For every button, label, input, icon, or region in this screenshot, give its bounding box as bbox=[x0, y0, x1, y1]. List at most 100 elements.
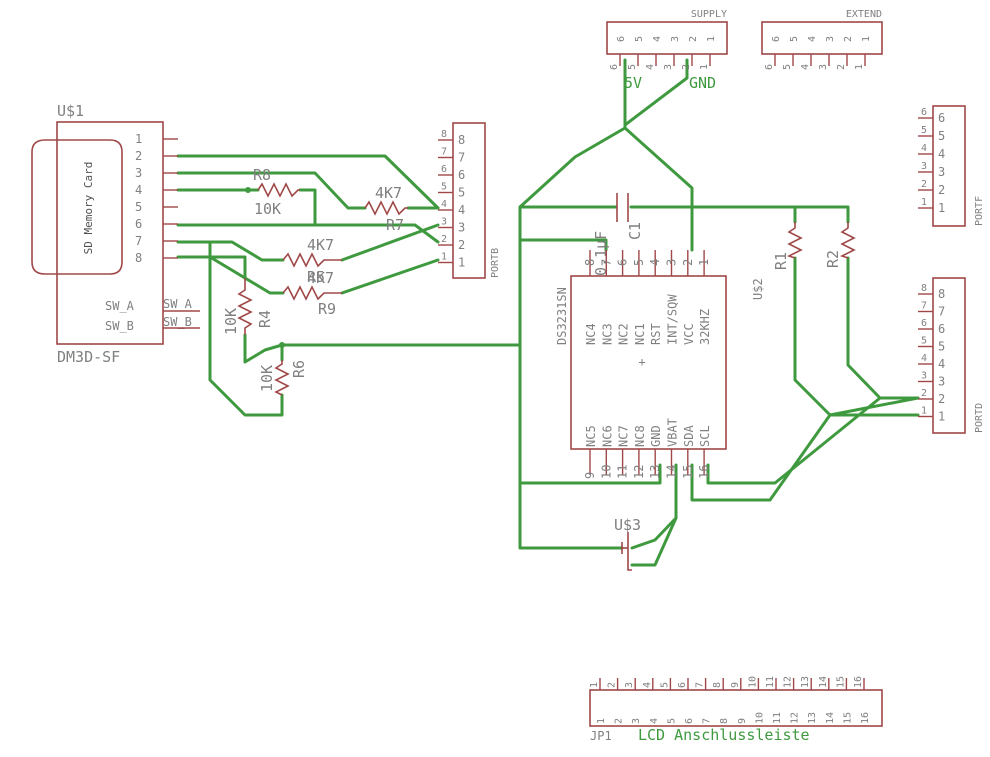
jp1-pin-outer-number: 1 bbox=[589, 682, 600, 688]
portd-pin-outer-number: 8 bbox=[921, 283, 927, 294]
r1-ref: R1 bbox=[772, 252, 790, 270]
rtc-bottom-pin-name: NC7 bbox=[617, 425, 631, 447]
wire-5v-supply bbox=[623, 58, 694, 252]
r5-value: 4K7 bbox=[307, 236, 334, 254]
wire-sd-6 bbox=[176, 223, 440, 244]
wire-gnd-to-rtc bbox=[518, 238, 608, 252]
portf-pin-outer-number: 4 bbox=[921, 143, 927, 154]
jp1-pin-number: 7 bbox=[702, 718, 713, 724]
portd-pin-outer-number: 2 bbox=[921, 388, 927, 399]
portf-pin-number: 1 bbox=[938, 201, 945, 215]
supply-pin-number: 3 bbox=[670, 36, 681, 42]
portf-pin-outer-number: 1 bbox=[921, 197, 927, 208]
jp1-pin-number: 11 bbox=[772, 712, 783, 724]
jp1-pin-outer-number: 13 bbox=[800, 676, 811, 688]
c1-value: 0.1µF bbox=[592, 231, 610, 276]
rtc-bottom-pin-number: 9 bbox=[583, 472, 597, 479]
rtc-top-pin-number: 5 bbox=[632, 259, 646, 266]
portd-pin-outer-number: 5 bbox=[921, 336, 927, 347]
portd-pin-number: 7 bbox=[938, 305, 945, 319]
jp1-pin-outer-number: 14 bbox=[818, 676, 829, 688]
wire-scl bbox=[706, 396, 920, 485]
rtc-top-pin-number: 6 bbox=[616, 259, 630, 266]
portd-pin-outer-number: 4 bbox=[921, 353, 927, 364]
rtc-top-pin-number: 8 bbox=[583, 259, 597, 266]
jp1-label: JP1 bbox=[590, 729, 612, 743]
rtc-bottom-pin-name: VBAT bbox=[666, 418, 680, 447]
portf-pin-number: 4 bbox=[938, 147, 945, 161]
net-label-5v: 5V bbox=[624, 74, 642, 92]
extend-pin-outer-number: 6 bbox=[764, 64, 775, 70]
jp1-pin-outer-number: 3 bbox=[624, 682, 635, 688]
supply-pin-outer-number: 5 bbox=[627, 64, 638, 70]
r5-body bbox=[282, 252, 342, 268]
wire-sd-8 bbox=[176, 255, 247, 280]
resistors: R8 10K 4K7 R7 4K7 R5 4K7 R9 10K R4 10K R… bbox=[222, 166, 856, 396]
extend-body bbox=[761, 21, 883, 55]
rtc-top-pin-number: 3 bbox=[665, 259, 679, 266]
battery-plate-long bbox=[627, 532, 632, 571]
r2-ref: R2 bbox=[824, 250, 842, 268]
rtc-bottom-pin-name: GND bbox=[649, 425, 663, 447]
wire-r6-loop bbox=[208, 255, 284, 417]
portb-pin-outer-number: 5 bbox=[441, 182, 447, 193]
rtc-bottom-pin-number: 11 bbox=[616, 465, 630, 479]
wire-sd-3 bbox=[176, 171, 367, 210]
sd-pin-number: 8 bbox=[135, 251, 142, 265]
battery-ref: U$3 bbox=[614, 516, 641, 534]
portf-label: PORTF bbox=[974, 196, 985, 226]
jp1-pin-number: 12 bbox=[790, 712, 801, 724]
portf-pin-outer-number: 6 bbox=[921, 107, 927, 118]
rtc-bottom-pin-number: 12 bbox=[632, 465, 646, 479]
r1-body bbox=[786, 222, 803, 259]
portb-pin-number: 5 bbox=[458, 186, 465, 200]
supply-pin-number: 2 bbox=[688, 36, 699, 42]
portb-body bbox=[452, 122, 486, 279]
portb-pin-outer-number: 2 bbox=[441, 234, 447, 245]
sd-pin-number: 6 bbox=[135, 217, 142, 231]
jp1-pin-outer-number: 9 bbox=[730, 682, 741, 688]
sd-pin-number: 5 bbox=[135, 200, 142, 214]
supply-pin-number: 1 bbox=[706, 36, 717, 42]
portb-pin-number: 3 bbox=[458, 221, 465, 235]
rtc-bottom-pin-name: NC6 bbox=[600, 425, 614, 447]
sd-sw-b-pin: SW_B bbox=[163, 315, 192, 329]
jp1-pin-number: 8 bbox=[719, 718, 730, 724]
r7-body bbox=[364, 200, 408, 216]
wire-vbat bbox=[630, 463, 678, 567]
c1-ref: C1 bbox=[626, 222, 644, 240]
extend-pin-number: 5 bbox=[789, 36, 800, 42]
wire-vbat-gnd bbox=[630, 516, 678, 550]
extend-pin-number: 3 bbox=[825, 36, 836, 42]
junction-r6 bbox=[279, 342, 285, 348]
jp1-pin-outer-number: 11 bbox=[765, 676, 776, 688]
portb-pin-number: 4 bbox=[458, 203, 465, 217]
portb-pin-outer-number: 6 bbox=[441, 164, 447, 175]
extend-pin-outer-number: 2 bbox=[836, 64, 847, 70]
portf-pin-number: 6 bbox=[938, 111, 945, 125]
wire-rtc-gnd-bus bbox=[518, 463, 662, 485]
rtc-top-pin-name: RST bbox=[649, 323, 663, 345]
wire-r4-bottom bbox=[243, 333, 522, 364]
r4-ref: R4 bbox=[256, 310, 274, 328]
net-label-lcd: LCD Anschlussleiste bbox=[638, 726, 810, 744]
rtc-top-pin-name: VCC bbox=[682, 323, 696, 345]
rtc-top-pin-name: NC3 bbox=[600, 323, 614, 345]
jp1-pin-number: 3 bbox=[631, 718, 642, 724]
r7-ref: R7 bbox=[386, 216, 404, 234]
portd-pin-outer-number: 1 bbox=[921, 406, 927, 417]
jp1-pin-outer-number: 12 bbox=[783, 676, 794, 688]
portf-pin-outer-number: 2 bbox=[921, 179, 927, 190]
r6-body bbox=[274, 360, 290, 396]
rtc-top-pin-number: 7 bbox=[599, 259, 613, 266]
battery-u3: U$3 bbox=[614, 516, 641, 571]
jp1-body bbox=[589, 689, 883, 727]
jp1-pin-outer-number: 7 bbox=[695, 682, 706, 688]
